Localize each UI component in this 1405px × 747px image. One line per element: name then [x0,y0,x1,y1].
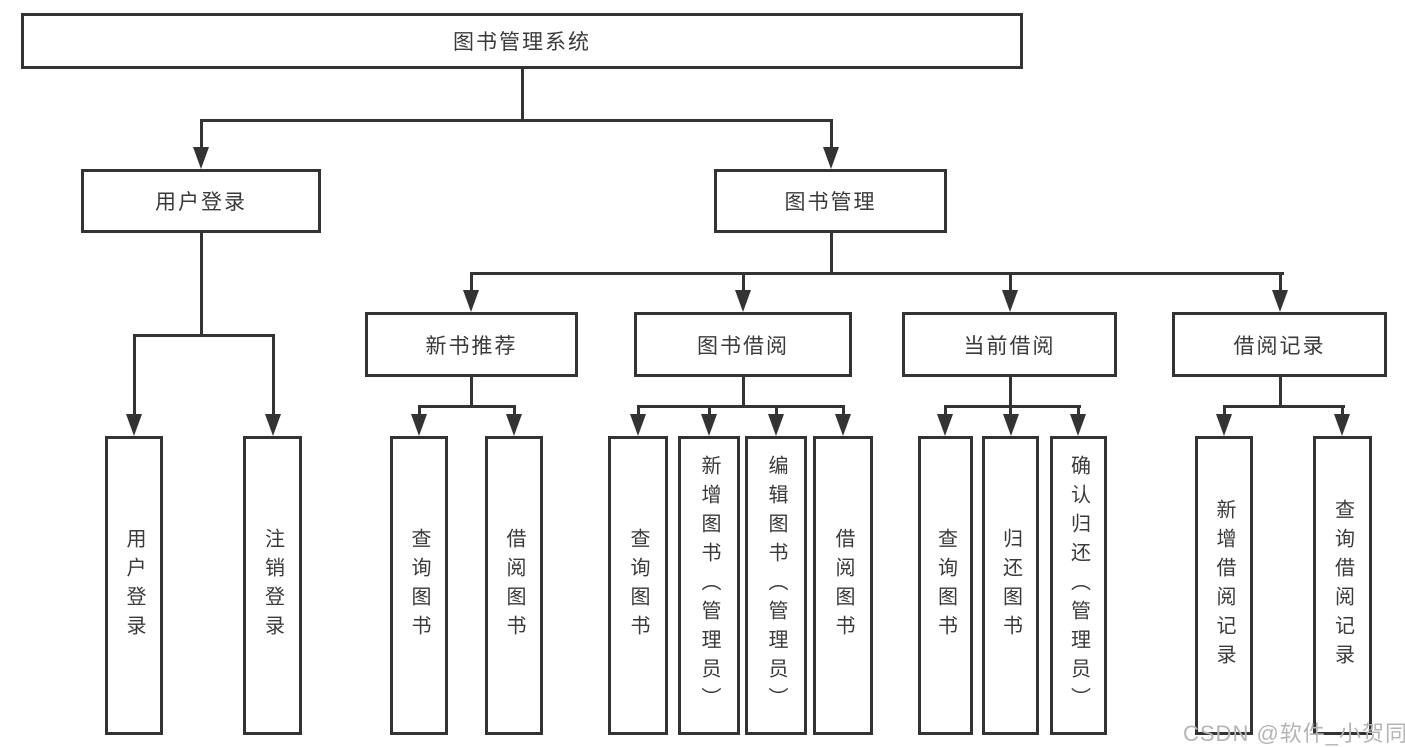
leaf-borrow-query-books: 查询图书 [608,436,668,735]
node-borrow-records: 借阅记录 [1172,312,1387,377]
connector-line [417,404,516,408]
connector-line [741,377,745,406]
leaf-logout-label: 注销登录 [261,527,284,644]
node-user-login: 用户登录 [81,169,321,233]
leaf-borrow-add-books-admin: 新增图书（管理员） [678,436,740,735]
connector-line [841,406,845,417]
connector-line [707,406,711,417]
leaf-borrow-edit-books-admin: 编辑图书（管理员） [745,436,807,735]
arrow-down-icon [265,414,281,436]
leaf-records-add-record: 新增借阅记录 [1195,436,1253,735]
leaf-newbooks-borrow-books-label: 借阅图书 [503,527,525,644]
leaf-user-login: 用户登录 [105,436,163,735]
arrow-down-icon [1003,414,1019,436]
arrow-down-icon [1272,290,1288,312]
leaf-newbooks-query-books: 查询图书 [390,436,448,735]
connector-line [636,406,640,417]
leaf-current-return-books: 归还图书 [982,436,1039,735]
arrow-down-icon [768,414,784,436]
connector-line [512,406,516,417]
connector-line [636,404,845,408]
node-book-management-label: 图书管理 [784,191,877,214]
arrow-down-icon [823,147,839,169]
leaf-borrow-add-books-admin-label: 新增图书（管理员） [698,455,720,716]
arrow-down-icon [630,414,646,436]
leaf-borrow-query-books-label: 查询图书 [627,527,649,644]
connector-line [469,377,473,406]
node-root: 图书管理系统 [21,13,1023,69]
connector-line [1278,377,1282,406]
arrow-down-icon [1334,414,1350,436]
leaf-newbooks-borrow-books: 借阅图书 [485,436,543,735]
connector-line [1278,273,1282,293]
node-new-book-recommend-label: 新书推荐 [425,334,518,358]
leaf-records-add-record-label: 新增借阅记录 [1213,498,1235,673]
arrow-down-icon [411,414,427,436]
leaf-current-query-books: 查询图书 [918,436,973,735]
connector-line [469,271,1284,275]
arrow-down-icon [701,414,717,436]
connector-line [417,406,421,417]
node-user-login-label: 用户登录 [155,191,247,214]
leaf-current-confirm-return-admin-label: 确认归还（管理员） [1067,455,1090,716]
leaf-borrow-borrow-books-label: 借阅图书 [832,527,854,644]
connector-line [943,404,1081,408]
node-borrow-records-label: 借阅记录 [1233,334,1326,358]
connector-line [774,406,778,417]
connector-line [829,233,833,273]
leaf-borrow-borrow-books: 借阅图书 [813,436,873,735]
leaf-logout: 注销登录 [243,436,302,735]
arrow-down-icon [1002,290,1018,312]
connector-line [271,335,275,417]
connector-line [520,69,524,120]
leaf-borrow-edit-books-admin-label: 编辑图书（管理员） [765,455,787,716]
arrow-down-icon [463,290,479,312]
leaf-current-confirm-return-admin: 确认归还（管理员） [1050,436,1107,735]
connector-line [943,406,947,417]
node-book-borrow-label: 图书借阅 [697,334,789,358]
node-root-label: 图书管理系统 [453,31,591,54]
node-new-book-recommend: 新书推荐 [365,312,578,377]
arrow-down-icon [506,414,522,436]
connector-line [1008,377,1012,406]
watermark-text: CSDN @软件_小贺同学 [1183,721,1405,746]
leaf-current-return-books-label: 归还图书 [999,527,1022,644]
connector-line [199,233,203,335]
node-current-borrow: 当前借阅 [902,312,1117,377]
arrow-down-icon [937,414,953,436]
leaf-records-query-record-label: 查询借阅记录 [1331,498,1354,673]
arrow-down-icon [1216,414,1232,436]
connector-line [1008,273,1012,293]
connector-line [1222,406,1226,417]
leaf-records-query-record: 查询借阅记录 [1313,436,1372,735]
leaf-user-login-label: 用户登录 [123,527,145,644]
connector-line [469,273,473,293]
arrow-down-icon [1070,414,1086,436]
connector-line [741,273,745,293]
connector-line [132,333,275,337]
node-book-borrow: 图书借阅 [634,312,852,377]
leaf-current-query-books-label: 查询图书 [934,527,957,644]
leaf-newbooks-query-books-label: 查询图书 [408,527,430,644]
node-book-management: 图书管理 [714,169,947,233]
arrow-down-icon [193,147,209,169]
arrow-down-icon [835,414,851,436]
connector-line [132,335,136,417]
connector-line [1077,406,1080,417]
connector-line [1009,406,1012,417]
connector-line [829,120,833,150]
arrow-down-icon [735,290,751,312]
node-current-borrow-label: 当前借阅 [963,334,1056,358]
connector-line [1222,404,1345,408]
connector-line [1340,406,1344,417]
arrow-down-icon [126,414,142,436]
connector-line [199,118,833,122]
connector-line [199,120,203,150]
